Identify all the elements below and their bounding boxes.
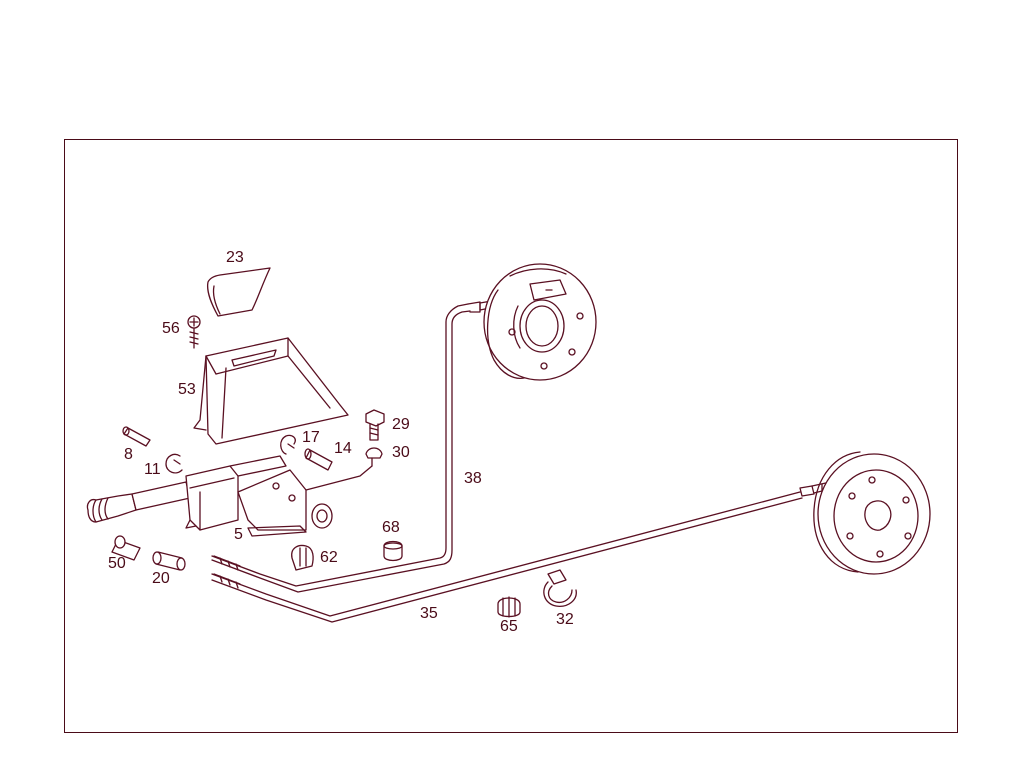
sleeve-part — [111, 535, 141, 561]
bracket-housing-part — [193, 337, 349, 445]
bolt-part — [365, 409, 385, 441]
rear-brake-backing-plate — [483, 263, 597, 381]
brake-drum — [813, 451, 931, 575]
spring-part — [497, 596, 521, 618]
part-label-29: 29 — [392, 416, 410, 433]
part-label-62: 62 — [320, 549, 338, 566]
clip-part-2 — [280, 434, 296, 455]
nut-part — [365, 447, 383, 459]
part-label-53: 53 — [178, 381, 196, 398]
cover-part — [206, 267, 271, 317]
part-label-38: 38 — [464, 470, 482, 487]
pin-part — [122, 426, 151, 447]
part-label-11: 11 — [144, 461, 161, 478]
sleeve-part-2 — [152, 551, 186, 571]
part-label-23: 23 — [226, 249, 244, 266]
part-label-50: 50 — [108, 555, 126, 572]
screw-part — [187, 315, 201, 349]
bushing-part — [383, 540, 403, 562]
part-label-56: 56 — [162, 320, 180, 337]
part-label-65: 65 — [500, 618, 518, 635]
hose-clamp-part — [543, 569, 577, 607]
grommet-part — [291, 544, 314, 571]
handbrake-lever-part — [86, 455, 373, 537]
part-label-68: 68 — [382, 519, 400, 536]
diagram-frame — [64, 139, 958, 733]
part-label-14: 14 — [334, 440, 352, 457]
pin-part-2 — [304, 448, 333, 471]
clip-part — [165, 453, 183, 474]
part-label-5: 5 — [234, 526, 243, 543]
part-label-32: 32 — [556, 611, 574, 628]
cable-part-upper — [211, 295, 521, 593]
part-label-35: 35 — [420, 605, 438, 622]
part-label-8: 8 — [124, 446, 133, 463]
part-label-20: 20 — [152, 570, 170, 587]
part-label-30: 30 — [392, 444, 410, 461]
part-label-17: 17 — [302, 429, 320, 446]
